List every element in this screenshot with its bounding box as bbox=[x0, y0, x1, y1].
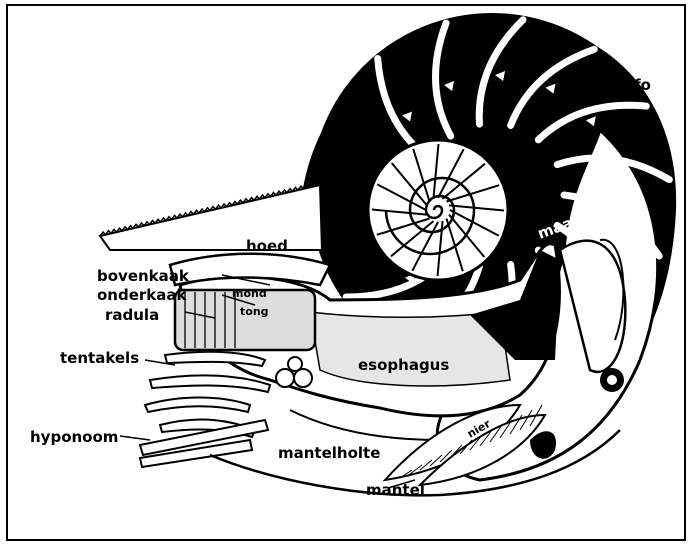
hood-spikes bbox=[100, 185, 322, 250]
label-mantelholte: mantelholte bbox=[278, 444, 380, 462]
inner-whorl bbox=[368, 140, 508, 280]
label-tentakels: tentakels bbox=[60, 349, 139, 367]
label-hoed: hoed bbox=[246, 237, 288, 255]
label-sifo: sifo bbox=[620, 76, 651, 94]
label-mond: mond bbox=[232, 287, 267, 300]
label-hyponoom: hyponoom bbox=[30, 428, 118, 446]
label-tong: tong bbox=[240, 305, 269, 318]
label-onderkaak: onderkaak bbox=[97, 286, 188, 304]
label-radula: radula bbox=[105, 306, 159, 324]
label-mantel: mantel bbox=[366, 481, 425, 499]
label-bovenkaak: bovenkaak bbox=[97, 267, 190, 285]
label-esophagus: esophagus bbox=[358, 356, 449, 374]
